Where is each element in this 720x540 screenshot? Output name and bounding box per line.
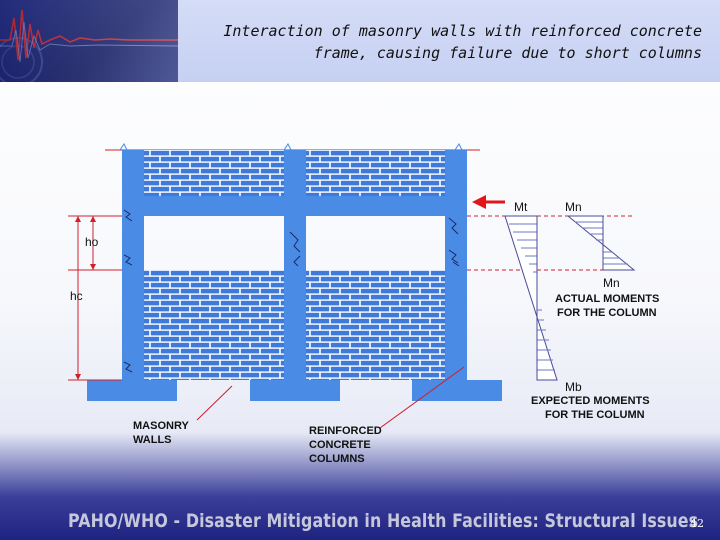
expected-moments-diagram: [504, 215, 558, 381]
top-marks: [119, 143, 463, 151]
masonry-wall-lower-right: [305, 270, 445, 380]
foundation-middle: [250, 380, 340, 401]
dimension-lines: [68, 215, 122, 381]
slide-title: Interaction of masonry walls with reinfo…: [223, 22, 702, 62]
footer-text: PAHO/WHO - Disaster Mitigation in Health…: [68, 510, 699, 532]
leader-columns: [379, 366, 465, 429]
crack-marks: [123, 209, 460, 373]
label-expected-moments-2: FOR THE COLUMN: [545, 409, 645, 421]
dimension-arrowheads: [75, 216, 96, 380]
label-mt: Mt: [514, 200, 528, 214]
masonry-wall-lower-left: [143, 270, 285, 380]
label-actual-moments-2: FOR THE COLUMN: [557, 307, 657, 319]
column-middle: [284, 150, 306, 380]
label-mn-top: Mn: [565, 200, 582, 214]
page-number: 42: [690, 517, 704, 530]
lateral-force-arrow: [472, 195, 505, 209]
mid-beam: [122, 196, 467, 216]
label-masonry-2: WALLS: [133, 434, 172, 446]
leader-masonry: [196, 385, 233, 421]
label-ho: ho: [85, 235, 99, 249]
label-rc-2: CONCRETE: [309, 439, 371, 451]
slide-footer: PAHO/WHO - Disaster Mitigation in Health…: [0, 504, 720, 540]
column-right: [445, 150, 467, 380]
masonry-wall-upper-left: [143, 150, 285, 196]
slide-header: Interaction of masonry walls with reinfo…: [0, 0, 720, 82]
label-expected-moments-1: EXPECTED MOMENTS: [531, 395, 650, 407]
label-rc-3: COLUMNS: [309, 453, 365, 465]
seismograph-logo-icon: [0, 0, 178, 82]
actual-moments-diagram: [566, 215, 636, 271]
column-left: [122, 150, 144, 380]
label-hc: hc: [70, 289, 83, 303]
label-mn-mid: Mn: [603, 276, 620, 290]
label-masonry-1: MASONRY: [133, 420, 189, 432]
masonry-wall-upper-right: [305, 150, 445, 196]
paho-who-logo: [0, 0, 178, 82]
label-actual-moments-1: ACTUAL MOMENTS: [555, 293, 659, 305]
label-mb: Mb: [565, 380, 582, 394]
foundation-right: [412, 380, 502, 401]
foundation-left: [87, 380, 177, 401]
label-rc-1: REINFORCED: [309, 425, 382, 437]
